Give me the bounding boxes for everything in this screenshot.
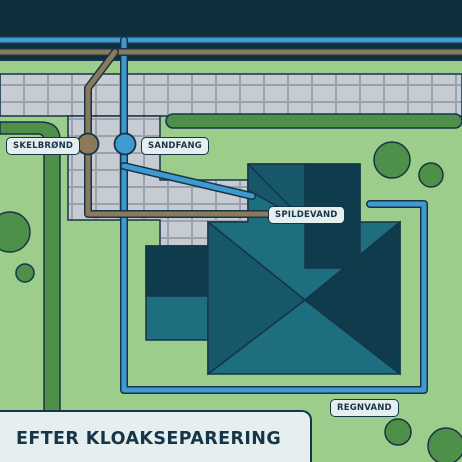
sidewalk xyxy=(0,73,462,117)
label-sandfang: SANDFANG xyxy=(141,137,209,155)
hedge-right xyxy=(165,113,462,129)
label-skelbroend: SKELBRØND xyxy=(6,137,81,155)
rainwater-pipes xyxy=(0,36,462,394)
bush-group xyxy=(0,141,462,462)
label-regnvand: REGNVAND xyxy=(330,399,399,417)
title-panel: EFTER KLOAKSEPARERING xyxy=(0,410,312,462)
label-spildevand: SPILDEVAND xyxy=(268,206,345,224)
skelbroend-manhole xyxy=(76,132,100,156)
page-title: EFTER KLOAKSEPARERING xyxy=(16,429,282,449)
sandfang-manhole xyxy=(113,132,137,156)
